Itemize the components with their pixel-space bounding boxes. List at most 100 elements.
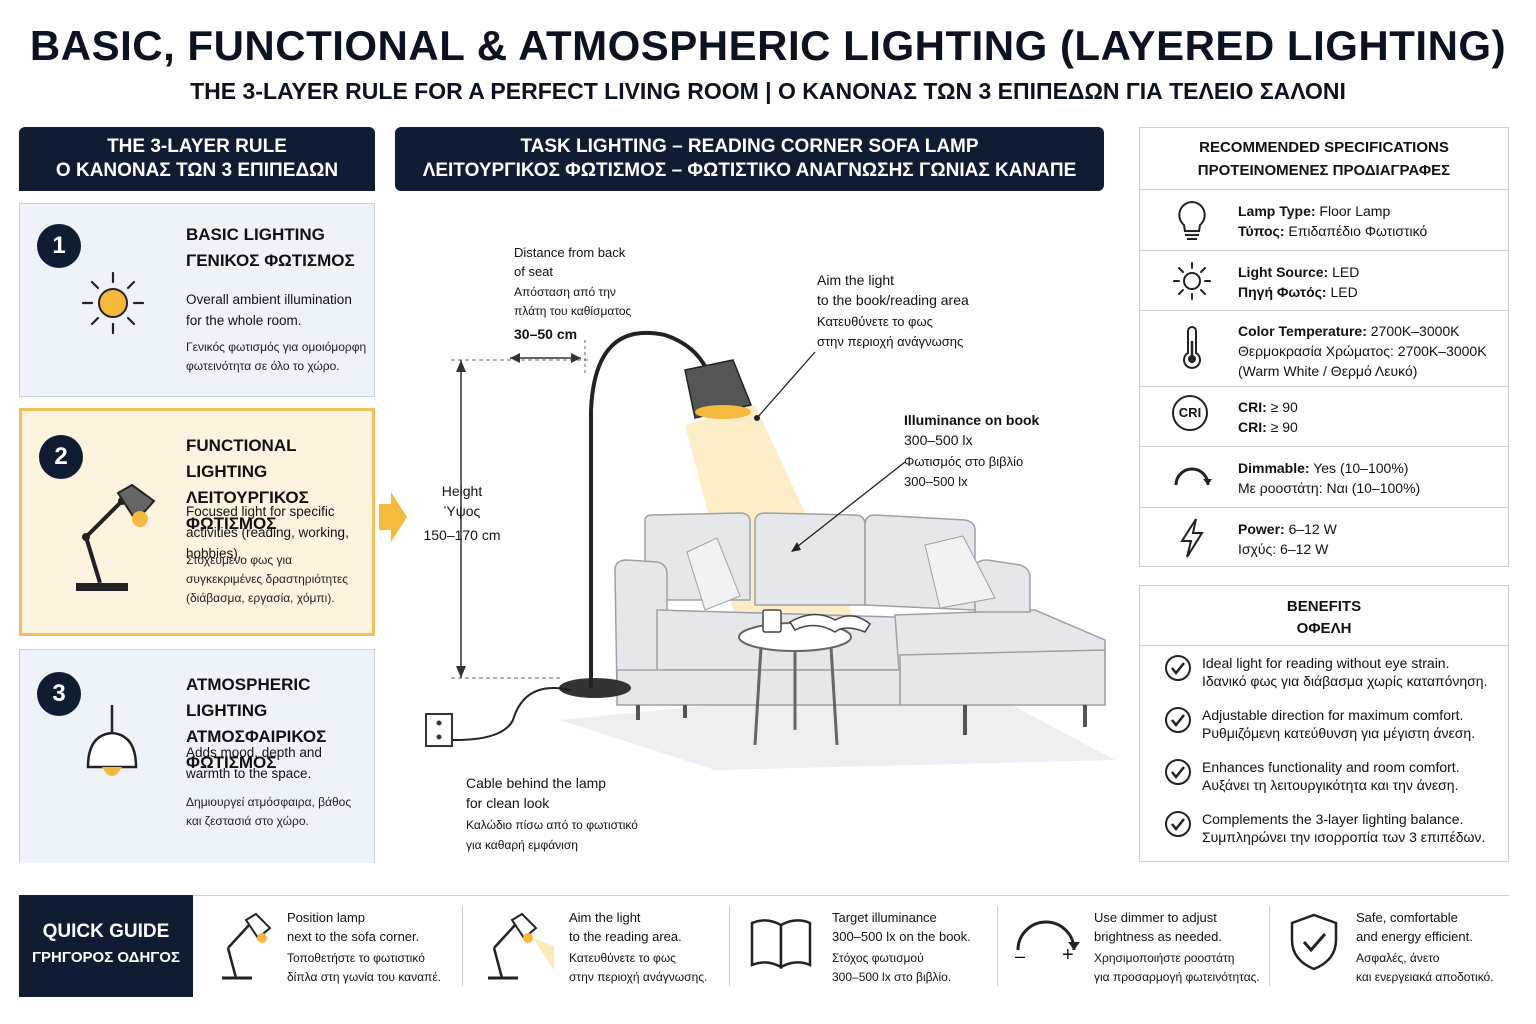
aim-en-2: to the book/reading area [817,292,969,308]
spec-row-dimmable: Dimmable: Yes (10–100%) Με ροοστάτη: Ναι… [1140,446,1508,507]
spec-key: Light Source: [1238,264,1329,280]
specs-header-en: RECOMMENDED SPECIFICATIONS [1199,139,1449,156]
benefits-header-en: BENEFITS [1286,598,1362,615]
height-label: Height Ύψος 150–170 cm [420,481,504,545]
qg-gr-2: στην περιοχή ανάγνωσης. [569,970,708,984]
reading-corner-illustration [425,330,1115,770]
quick-guide-item: Position lamp next to the sofa corner. Τ… [287,908,441,987]
qg-gr-1: Κατευθύνετε το φως [569,951,676,965]
layer-desc-gr: Γενικός φωτισμός για ομοιόμορφη φωτεινότ… [186,340,367,373]
spec-key: Color Temperature: [1238,323,1367,339]
check-circle-icon [1165,759,1191,785]
qg-en-2: brightness as needed. [1094,929,1222,944]
layer-title: FUNCTIONAL LIGHTING ΛΕΙΤΟΥΡΓΙΚΟΣ ΦΩΤΙΣΜΟ… [186,433,372,537]
lightning-icon [1180,518,1204,558]
lamp-cable [443,687,571,741]
qg-en-1: Position lamp [287,910,366,925]
layer-card-functional: 2 FUNCTIONAL LIGHTING ΛΕΙΤΟΥΡΓΙΚΟΣ ΦΩΤΙΣ… [19,408,375,636]
lamp-base [559,678,631,698]
quick-guide-item: Safe, comfortable and energy efficient. … [1356,908,1494,987]
lamp-arc [589,330,709,411]
quick-guide-divider [193,895,1509,896]
quick-guide-label: QUICK GUIDE ΓΡΗΓΟΡΟΣ ΟΔΗΓΟΣ [19,895,193,997]
arrow-right-icon [379,492,407,542]
cable-en-2: for clean look [466,795,550,811]
bulb-icon [1178,200,1206,240]
qg-en-2: 300–500 lx on the book. [832,929,971,944]
page-title: BASIC, FUNCTIONAL & ATMOSPHERIC LIGHTING… [29,22,1507,69]
aim-label: Aim the light to the book/reading area Κ… [817,270,969,352]
layer-title-en: BASIC LIGHTING [186,225,325,244]
spec-value-gr: Ισχύς: 6–12 W [1238,541,1329,557]
spec-key: Dimmable: [1238,460,1310,476]
cable-gr-1: Καλώδιο πίσω από το φωτιστικό [466,818,638,832]
layer-title-en: ATMOSPHERIC LIGHTING [186,675,311,720]
spec-key: Power: [1238,521,1285,537]
spec-value: 2700K–3000K [1366,323,1460,339]
spec-value-gr: ≥ 90 [1266,419,1298,435]
layer-title-gr: ΛΕΙΤΟΥΡΓΙΚΟΣ ΦΩΤΙΣΜΟΣ [186,488,309,533]
qg-gr-1: Τοποθετήστε το φωτιστικό [287,951,425,965]
check-circle-icon [1165,655,1191,681]
spec-value-gr: Με ροοστάτη: Ναι (10–100%) [1238,480,1421,496]
check-circle-icon [1165,811,1191,837]
minus-label: – [1015,946,1026,966]
diagram-header-gr: ΛΕΙΤΟΥΡΓΙΚΟΣ ΦΩΤΙΣΜΟΣ – ΦΩΤΙΣΤΙΚΟ ΑΝΑΓΝΩ… [422,160,1077,181]
rule-header-gr: Ο ΚΑΝΟΝΑΣ ΤΩΝ 3 ΕΠΙΠΕΔΩΝ [55,160,339,181]
qg-en-1: Target illuminance [832,910,937,925]
distance-en-2: of seat [514,264,554,279]
spec-key-gr: Τύπος: [1238,223,1285,239]
spec-value: ≥ 90 [1266,399,1298,415]
desk-lamp-icon [488,912,554,980]
page-subtitle: THE 3-LAYER RULE FOR A PERFECT LIVING RO… [190,78,1346,104]
layer-title-en: FUNCTIONAL LIGHTING [186,436,297,481]
benefit-en: Ideal light for reading without eye stra… [1202,655,1450,671]
distance-label: Distance from back of seat Απόσταση από … [514,243,631,344]
sun-icon [1173,262,1211,300]
layer-title-gr: ΓΕΝΙΚΟΣ ΦΩΤΙΣΜΟΣ [186,251,355,270]
desk-lamp-icon [222,912,272,980]
qg-en-2: to the reading area. [569,929,682,944]
rule-header-en: THE 3-LAYER RULE [107,136,287,157]
layer-desc-gr: Στοχευμένο φως για συγκεκριμένες δραστηρ… [186,553,349,605]
quick-guide-item: Use dimmer to adjust brightness as neede… [1094,908,1260,987]
benefit-gr: Ιδανικό φως για διάβασμα χωρίς καταπόνησ… [1202,673,1488,689]
thermometer-icon [1183,326,1201,369]
cushion [924,535,996,609]
qg-en-1: Use dimmer to adjust [1094,910,1217,925]
height-gr: Ύψος [443,503,481,519]
illuminance-value: 300–500 lx [904,432,973,448]
wall-socket [425,713,453,747]
cable-gr-2: για καθαρή εμφάνιση [466,838,578,852]
cable-label: Cable behind the lamp for clean look Καλ… [466,773,638,855]
benefit-en: Enhances functionality and room comfort. [1202,759,1460,775]
benefit-gr: Αυξάνει τη λειτουργικότητα και την άνεση… [1202,777,1459,793]
layer-desc-en: Adds mood, depth and warmth to the space… [186,745,322,781]
aim-gr-2: στην περιοχή ανάγνωσης [817,334,964,349]
layer-title: BASIC LIGHTING ΓΕΝΙΚΟΣ ΦΩΤΙΣΜΟΣ [186,222,355,274]
qg-en-2: next to the sofa corner. [287,929,420,944]
diagram-header: TASK LIGHTING – READING CORNER SOFA LAMP… [395,127,1104,191]
spec-value-gr: Θερμοκρασία Χρώματος: 2700K–3000K [1238,343,1487,359]
specs-panel: RECOMMENDED SPECIFICATIONS ΠΡΟΤΕΙΝΟΜΕΝΕΣ… [1139,127,1509,567]
layer-title: ATMOSPHERIC LIGHTING ΑΤΜΟΣΦΑΙΡΙΚΟΣ ΦΩΤΙΣ… [186,672,374,776]
layer-card-atmospheric: 3 ATMOSPHERIC LIGHTING ΑΤΜΟΣΦΑΙΡΙΚΟΣ ΦΩΤ… [19,649,375,863]
spec-key: CRI: [1238,399,1267,415]
layer-desc-en: Overall ambient illumination for the who… [186,292,352,328]
height-value: 150–170 cm [423,527,501,543]
layer-desc-gr: Δημιουργεί ατμόσφαιρα, βάθος και ζεστασι… [186,795,352,828]
qg-gr-2: δίπλα στη γωνία του καναπέ. [287,970,442,984]
layer-number: 1 [37,224,81,268]
distance-en-1: Distance from back [514,245,626,260]
sofa-legs [636,705,1087,735]
spec-value: Yes (10–100%) [1309,460,1409,476]
cable-en-1: Cable behind the lamp [466,775,607,791]
spec-value-gr: LED [1326,284,1358,300]
sofa [614,512,1106,706]
open-book [788,613,871,633]
quick-guide-label-gr: ΓΡΗΓΟΡΟΣ ΟΔΗΓΟΣ [32,949,180,966]
qg-gr-2: 300–500 lx στο βιβλίο. [832,970,952,984]
benefit-en: Adjustable direction for maximum comfort… [1202,707,1464,723]
spec-value: LED [1328,264,1360,280]
diagram-header-en: TASK LIGHTING – READING CORNER SOFA LAMP [520,136,979,157]
